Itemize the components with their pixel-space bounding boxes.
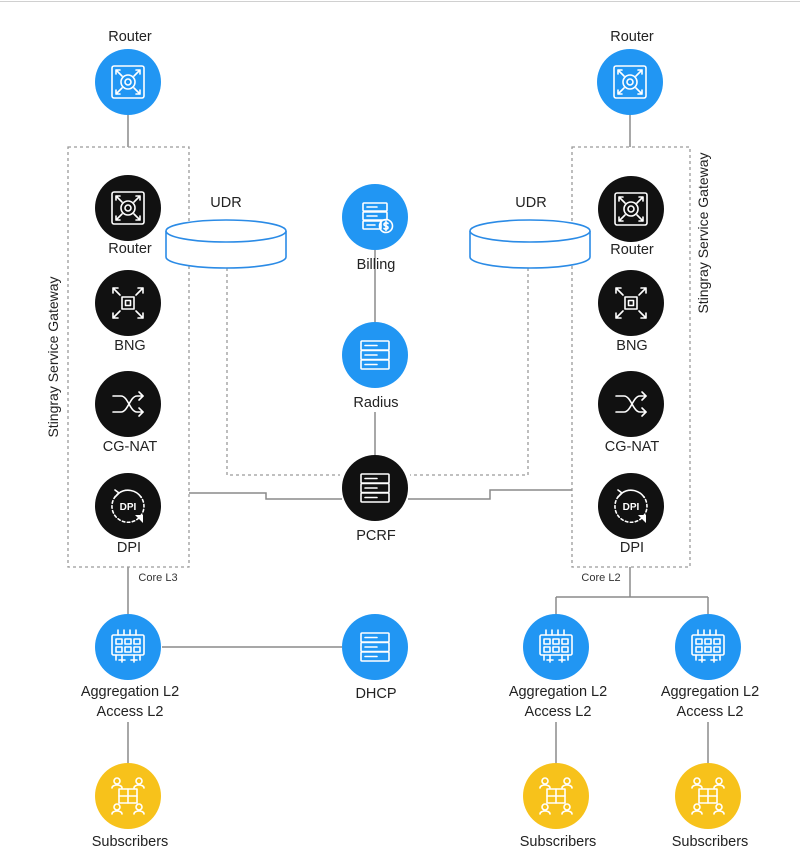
agg-left [95, 614, 161, 680]
gateway-box-right [571, 146, 691, 568]
dash-udr-left-pcrf [226, 268, 340, 476]
pcrf-node [342, 455, 408, 521]
gateway-box-left [67, 146, 190, 568]
bng-left [95, 270, 161, 336]
bng-right-label: BNG [616, 338, 647, 354]
bng-right [598, 270, 664, 336]
wire-gateway-right-pcrf [408, 489, 572, 500]
core-left-label: Core L3 [138, 572, 177, 584]
dpi-glyph: DPI [623, 502, 640, 513]
cgnat-left-label: CG-NAT [103, 439, 158, 455]
subs-right-label: Subscribers [672, 834, 749, 850]
dpi-right-label: DPI [620, 540, 644, 556]
router-left-label: Router [108, 29, 152, 45]
cgnat-left [95, 371, 161, 437]
agg-mid-label-2: Access L2 [525, 704, 592, 720]
dpi-glyph: DPI [120, 502, 137, 513]
agg-right-label-2: Access L2 [677, 704, 744, 720]
gw-router-left-label: Router [108, 241, 152, 257]
cgnat-right [598, 371, 664, 437]
core-right-label: Core L2 [581, 572, 620, 584]
wire-gateway-left-pcrf [189, 492, 342, 500]
gateway-label-right: Stingray Service Gateway [695, 152, 711, 313]
subs-right [675, 763, 741, 829]
dhcp-node [342, 614, 408, 680]
udr-left-label: UDR [210, 195, 241, 211]
router-right [597, 49, 663, 115]
dpi-right: DPI [598, 473, 664, 539]
agg-left-label-2: Access L2 [97, 704, 164, 720]
agg-mid [523, 614, 589, 680]
pcrf-label: PCRF [356, 528, 396, 544]
gw-router-right-label: Router [610, 242, 654, 258]
agg-right-label-1: Aggregation L2 [661, 684, 759, 700]
subs-left-label: Subscribers [92, 834, 169, 850]
subs-mid-label: Subscribers [520, 834, 597, 850]
subs-mid [523, 763, 589, 829]
billing-label: Billing [357, 257, 396, 273]
agg-mid-label-1: Aggregation L2 [509, 684, 607, 700]
dash-udr-right-pcrf [410, 268, 529, 476]
billing-node [342, 184, 408, 250]
udr-right-label: UDR [515, 195, 546, 211]
gw-router-right [598, 176, 664, 242]
router-right-label: Router [610, 29, 654, 45]
radius-node [342, 322, 408, 388]
udr-right [469, 219, 591, 269]
agg-left-label-1: Aggregation L2 [81, 684, 179, 700]
agg-right [675, 614, 741, 680]
udr-left [165, 219, 287, 269]
router-left [95, 49, 161, 115]
connections [127, 112, 709, 766]
cgnat-right-label: CG-NAT [605, 439, 660, 455]
radius-label: Radius [353, 395, 398, 411]
dpi-left: DPI [95, 473, 161, 539]
gateway-label-left: Stingray Service Gateway [45, 276, 61, 437]
dpi-left-label: DPI [117, 540, 141, 556]
bng-left-label: BNG [114, 338, 145, 354]
gw-router-left [95, 175, 161, 241]
subs-left [95, 763, 161, 829]
dhcp-label: DHCP [355, 686, 396, 702]
